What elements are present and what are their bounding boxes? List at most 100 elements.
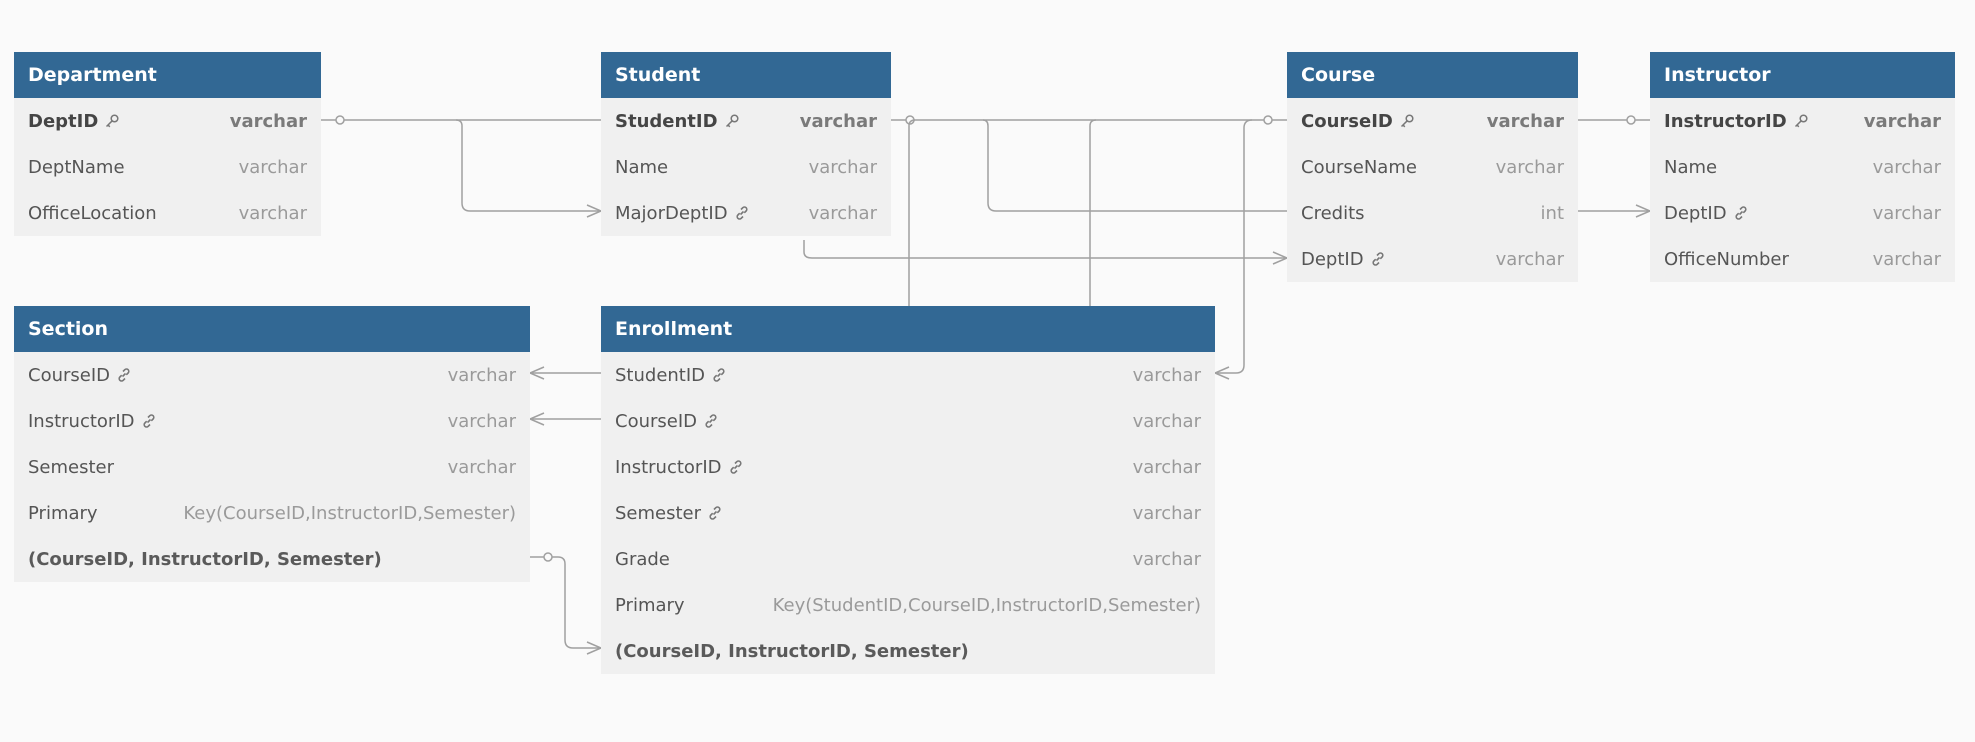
field-name-text: StudentID (615, 110, 718, 132)
field-type: varchar (447, 456, 516, 478)
link-icon (703, 413, 719, 429)
one-end-marker (335, 115, 345, 125)
table-row[interactable]: CourseID varchar (14, 352, 530, 398)
field-type: varchar (1872, 156, 1941, 178)
field-name: CourseID (615, 411, 719, 432)
table-row[interactable]: Credits int (1287, 190, 1578, 236)
field-type: varchar (1495, 248, 1564, 270)
table-row[interactable]: DeptID varchar (1650, 190, 1955, 236)
field-name-text: DeptID (28, 110, 99, 132)
table-row[interactable]: (CourseID, InstructorID, Semester) (14, 536, 530, 582)
many-end-marker (586, 641, 603, 655)
table-title: Enrollment (601, 306, 1215, 352)
table-title: Instructor (1650, 52, 1955, 98)
field-type: varchar (1132, 364, 1201, 386)
field-name: Name (1664, 157, 1717, 178)
field-name: Grade (615, 549, 670, 570)
many-end-marker (1635, 204, 1652, 218)
field-name: InstructorID (615, 457, 744, 478)
table-row[interactable]: InstructorID varchar (1650, 98, 1955, 144)
table-title: Course (1287, 52, 1578, 98)
field-type: varchar (1132, 410, 1201, 432)
field-type: varchar (808, 156, 877, 178)
one-end-marker (1626, 115, 1636, 125)
one-end-marker (1263, 115, 1273, 125)
rel-section-enrollment-composite (530, 556, 601, 649)
field-name: Primary (28, 503, 98, 524)
field-name: OfficeNumber (1664, 249, 1789, 270)
field-type: varchar (447, 410, 516, 432)
field-type: varchar (1132, 502, 1201, 524)
table-row[interactable]: StudentID varchar (601, 352, 1215, 398)
field-name: (CourseID, InstructorID, Semester) (28, 549, 382, 570)
field-name: Credits (1301, 203, 1365, 224)
field-type: varchar (447, 364, 516, 386)
field-type: Key(CourseID,InstructorID,Semester) (183, 502, 516, 524)
field-type: varchar (238, 202, 307, 224)
field-name: MajorDeptID (615, 203, 750, 224)
field-name-text: Grade (615, 548, 670, 570)
table-row[interactable]: (CourseID, InstructorID, Semester) (601, 628, 1215, 674)
field-name: OfficeLocation (28, 203, 157, 224)
link-icon (711, 367, 727, 383)
one-end-marker (543, 552, 553, 562)
one-end-marker (905, 115, 915, 125)
field-name-text: (CourseID, InstructorID, Semester) (615, 640, 969, 662)
table-title: Student (601, 52, 891, 98)
field-name-text: InstructorID (1664, 110, 1787, 132)
field-name-text: Name (615, 156, 669, 178)
table-row[interactable]: Primary Key(CourseID,InstructorID,Semeste… (14, 490, 530, 536)
table-title: Section (14, 306, 530, 352)
field-name: Name (615, 157, 668, 178)
table-row[interactable]: Name varchar (1650, 144, 1955, 190)
field-type: varchar (1872, 202, 1941, 224)
table-row[interactable]: OfficeLocation varchar (14, 190, 321, 236)
many-end-marker (1213, 366, 1230, 380)
field-type: varchar (1486, 110, 1564, 132)
many-end-marker (528, 412, 545, 426)
field-name: (CourseID, InstructorID, Semester) (615, 641, 969, 662)
field-name-text: InstructorID (615, 456, 722, 478)
many-end-marker (586, 204, 603, 218)
field-name: InstructorID (1664, 111, 1809, 132)
field-name-text: DeptID (1664, 202, 1727, 224)
field-name: Semester (615, 503, 723, 524)
field-name: Primary (615, 595, 685, 616)
table-row[interactable]: DeptID varchar (1287, 236, 1578, 282)
link-icon (116, 367, 132, 383)
rel-enrollment-student (908, 119, 916, 306)
many-end-marker (528, 366, 545, 380)
field-name-text: DeptID (1301, 248, 1364, 270)
rel-course-enrollment (1215, 119, 1253, 374)
field-name: StudentID (615, 365, 727, 386)
table-row[interactable]: CourseID varchar (601, 398, 1215, 444)
field-type: int (1540, 202, 1564, 224)
field-name: CourseID (28, 365, 132, 386)
field-name: DeptID (28, 111, 120, 132)
field-name-text: Credits (1301, 202, 1365, 224)
rel-course-credits (982, 119, 1287, 212)
field-type: varchar (1863, 110, 1941, 132)
rel-student-course-dept (803, 240, 1287, 259)
table-row[interactable]: Name varchar (601, 144, 891, 190)
table-row[interactable]: Semester varchar (601, 490, 1215, 536)
